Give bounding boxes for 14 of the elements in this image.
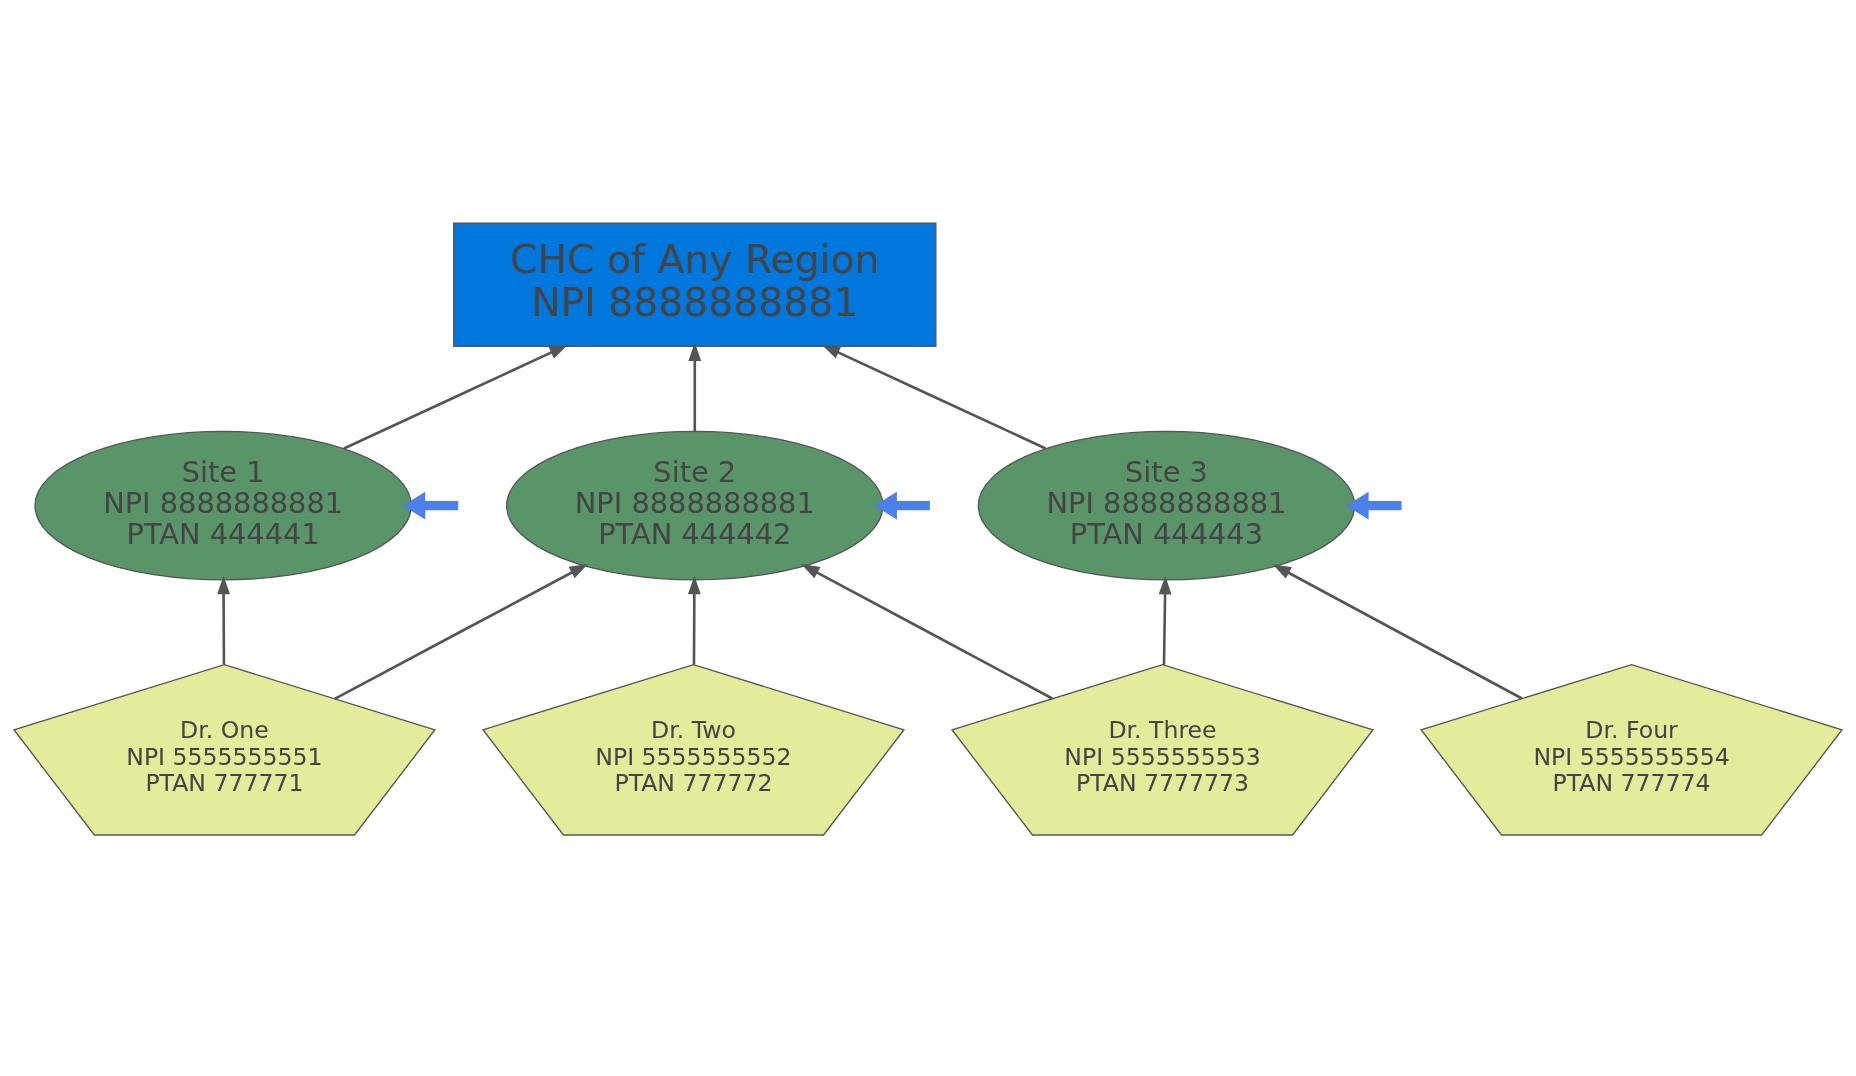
arrow	[688, 342, 702, 432]
arrow	[687, 575, 701, 665]
arrow	[874, 491, 930, 520]
arrow	[334, 563, 588, 700]
node-box: CHC of Any Region NPI 8888888881	[453, 222, 937, 348]
arrow	[343, 344, 568, 450]
arrow	[1158, 576, 1172, 665]
arrow	[1272, 564, 1523, 700]
arrow	[1346, 491, 1402, 520]
arrow	[217, 575, 230, 665]
arrow	[821, 344, 1047, 450]
arrow	[402, 491, 459, 520]
arrow	[801, 564, 1053, 700]
node-ellipse: Site 1 NPI 8888888881 PTAN 444441	[34, 430, 412, 581]
